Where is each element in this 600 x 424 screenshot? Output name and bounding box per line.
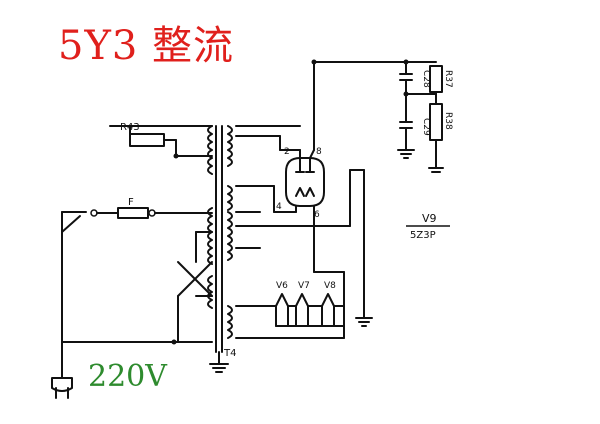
input-voltage-label: 220V bbox=[88, 359, 167, 394]
label-pin8: 8 bbox=[316, 147, 322, 157]
label-c28: C28 bbox=[421, 70, 431, 88]
label-v7: V7 bbox=[298, 281, 310, 291]
filter-network bbox=[397, 59, 444, 173]
label-5z3p: 5Z3P bbox=[410, 230, 436, 241]
heater-chain bbox=[235, 169, 373, 339]
page-title: 5Y3 整流 bbox=[58, 23, 235, 69]
label-r43: R43 bbox=[120, 122, 140, 133]
label-fuse: F bbox=[128, 197, 134, 208]
label-v8: V8 bbox=[324, 281, 336, 291]
label-r37: R37 bbox=[443, 70, 453, 88]
label-pin2: 2 bbox=[284, 147, 290, 157]
rectifier-tube-v9 bbox=[285, 61, 325, 221]
transformer-t4 bbox=[207, 125, 233, 373]
label-v9: V9 bbox=[422, 212, 437, 225]
label-c29: C29 bbox=[421, 118, 431, 136]
voltage-selector bbox=[177, 231, 213, 343]
label-pin6: 6 bbox=[314, 210, 320, 220]
mains-input bbox=[51, 207, 213, 399]
label-r38: R38 bbox=[443, 112, 453, 130]
label-v6: V6 bbox=[276, 281, 288, 291]
label-t4: T4 bbox=[223, 348, 236, 359]
label-pin4: 4 bbox=[276, 202, 282, 212]
resistor-r43 bbox=[109, 125, 213, 159]
secondary-wiring bbox=[235, 59, 437, 273]
